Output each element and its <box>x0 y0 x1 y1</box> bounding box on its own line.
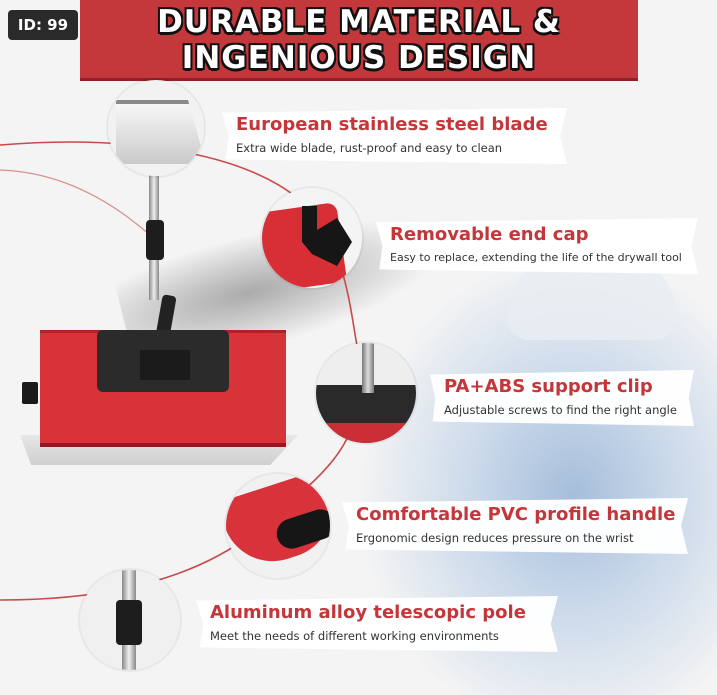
feature-subtitle: Easy to replace, extending the life of t… <box>390 251 682 264</box>
blade-detail-circle <box>108 80 204 176</box>
feature-label-end-cap: Removable end cap Easy to replace, exten… <box>376 218 698 274</box>
title-banner: DURABLE MATERIAL & INGENIOUS DESIGN <box>80 0 638 78</box>
feature-title: Comfortable PVC profile handle <box>356 504 676 525</box>
feature-label-blade: European stainless steel blade Extra wid… <box>222 108 567 164</box>
feature-subtitle: Adjustable screws to find the right angl… <box>444 403 677 417</box>
feature-subtitle: Extra wide blade, rust-proof and easy to… <box>236 141 503 155</box>
feature-label-handle: Comfortable PVC profile handle Ergonomic… <box>342 498 688 554</box>
banner-title-line1: DURABLE MATERIAL & <box>157 4 561 40</box>
feature-subtitle: Meet the needs of different working envi… <box>210 629 499 643</box>
feature-title: European stainless steel blade <box>236 114 548 135</box>
blade-plate <box>116 100 204 164</box>
pole-detail-circle <box>80 570 180 670</box>
pole-knob <box>116 600 142 645</box>
feature-label-support-clip: PA+ABS support clip Adjustable screws to… <box>430 370 694 426</box>
feature-title: Aluminum alloy telescopic pole <box>210 602 526 623</box>
pole-lock-knob <box>146 220 164 260</box>
end-cap-slot <box>22 382 38 404</box>
support-clip-detail-circle <box>316 343 416 443</box>
id-badge: ID: 99 <box>8 10 78 40</box>
handle-detail-circle <box>226 474 330 578</box>
feature-title: PA+ABS support clip <box>444 376 653 397</box>
feature-title: Removable end cap <box>390 224 589 245</box>
feature-subtitle: Ergonomic design reduces pressure on the… <box>356 531 634 545</box>
feature-label-pole: Aluminum alloy telescopic pole Meet the … <box>196 596 558 652</box>
end-cap-detail-circle <box>262 188 362 288</box>
clip-red-bar <box>316 423 416 443</box>
tool-clamp-inner <box>140 350 190 380</box>
connector-arc-left <box>0 169 151 236</box>
clip-stem <box>362 343 374 393</box>
banner-title-line2: INGENIOUS DESIGN <box>181 40 537 76</box>
